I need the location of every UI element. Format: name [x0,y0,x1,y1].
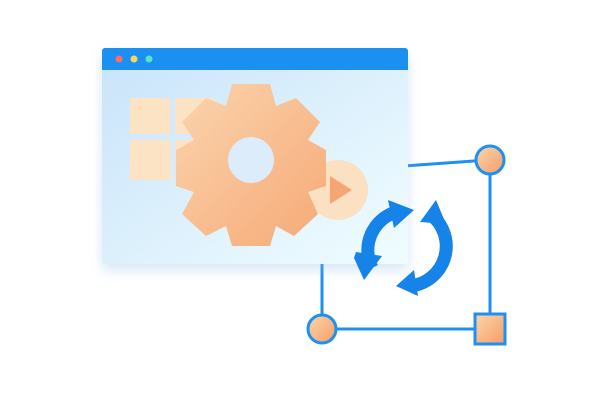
maximize-dot-icon [145,55,153,63]
node-bottom-right [473,312,507,346]
gear-icon [176,84,326,246]
minimize-dot-icon [130,55,138,63]
window-controls [115,55,153,63]
close-dot-icon [115,55,123,63]
sync-arrowheads [354,200,446,296]
node-top-right [474,144,506,176]
node-bottom-left [306,313,338,345]
